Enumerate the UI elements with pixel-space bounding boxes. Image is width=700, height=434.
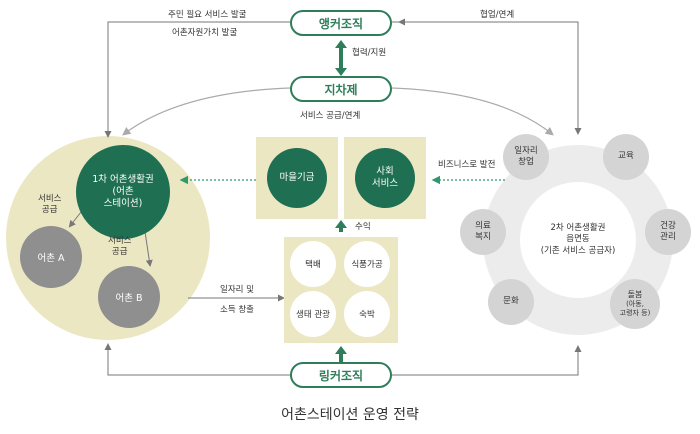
cooperation-support-label: 협력/지원: [352, 48, 387, 58]
village-value-label: 어촌자원가치 발굴: [172, 28, 238, 38]
linker-org-label: 링커조직: [318, 368, 364, 383]
business-item: 택배: [290, 241, 336, 287]
secondary-zone-center-bg: [520, 182, 636, 298]
business-item: 식품가공: [344, 241, 390, 287]
service-supply-label: 서비스 공급/연계: [300, 111, 361, 121]
village-a-circle: 어촌 A: [20, 226, 82, 288]
jobs-label-1: 일자리 및: [220, 285, 254, 295]
gov-to-right-arc: [391, 87, 554, 136]
linker-to-right-line: [392, 345, 582, 376]
village-a-label: 어촌 A: [37, 253, 65, 264]
diagram-title: 어촌스테이션 운영 전략: [281, 407, 419, 423]
right-to-anchor-line: [398, 18, 579, 133]
business-box: 택배 식품가공 생태 관광 숙박: [284, 237, 398, 343]
jobs-label-2: 소득 창출: [220, 305, 254, 315]
gov-to-left-arc: [122, 87, 291, 136]
linker-to-left-line: [104, 343, 290, 376]
cooperation-top-label: 협업/연계: [480, 10, 515, 20]
station-line-2: (어촌: [112, 186, 134, 198]
village-enterprise-box: 마을기금: [256, 137, 338, 219]
station-line-1: 1차 어촌생활권: [92, 174, 154, 186]
anchor-to-left-line: [104, 21, 290, 138]
education-circle: 교육: [603, 134, 649, 180]
linker-up-arrow: [335, 346, 347, 354]
local-gov-label: 지차제: [324, 82, 358, 97]
business-item: 생태 관광: [290, 291, 336, 337]
profit-arrow: [335, 220, 347, 228]
village-enterprise-circle: 마을기금: [267, 148, 327, 208]
anchor-org-label: 앵커조직: [318, 16, 364, 31]
local-gov-pill: 지차제: [290, 76, 392, 102]
profit-label: 수익: [355, 222, 371, 232]
station-line-3: 스테이션): [103, 197, 143, 209]
resident-needs-label: 주민 필요 서비스 발굴: [168, 10, 247, 20]
care-circle: 돌봄(아동,고령자 등): [610, 279, 660, 329]
village-enterprise-label: 마을기금: [279, 172, 315, 184]
village-b-circle: 어촌 B: [98, 266, 160, 328]
fishing-station-circle: 1차 어촌생활권 (어촌 스테이션): [76, 145, 170, 239]
double-arrow-down: [335, 68, 347, 76]
anchor-org-pill: 앵커조직: [290, 10, 392, 36]
business-dev-label: 비즈니스로 발전: [438, 160, 496, 170]
business-item: 숙박: [344, 291, 390, 337]
double-arrow-up: [335, 40, 347, 48]
village-b-label: 어촌 B: [115, 293, 143, 304]
linker-org-pill: 링커조직: [290, 362, 392, 388]
culture-circle: 문화: [488, 279, 534, 325]
